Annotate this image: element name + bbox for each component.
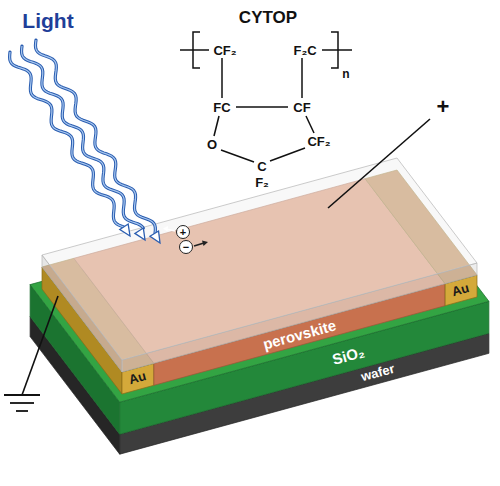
light-wave-core (10, 52, 124, 227)
chem-bond (270, 148, 305, 161)
chem-bond (301, 58, 303, 98)
chem-group: CF (293, 101, 310, 114)
chem-bracket (193, 32, 200, 68)
ground-symbol (4, 394, 40, 396)
chem-group: CF₂ (307, 135, 330, 148)
light-wave-core (35, 40, 155, 233)
electron-arrowhead (202, 241, 208, 247)
light-arrowhead (150, 231, 160, 243)
light-arrowhead (135, 228, 145, 240)
light-label: Light (22, 10, 73, 31)
light-wave (35, 40, 155, 233)
chem-group: CF₂ (213, 44, 236, 57)
chem-bond (180, 49, 209, 51)
chem-bond (306, 116, 314, 133)
chem-bond (322, 49, 352, 51)
chem-bond (221, 150, 254, 162)
chem-atom: C (257, 160, 266, 173)
polymer-name: CYTOP (239, 9, 297, 26)
repeat-index: n (342, 68, 349, 80)
light-wave-core (22, 46, 144, 228)
electron-symbol (180, 241, 193, 254)
chem-bond (236, 106, 288, 108)
chem-group: F₂ (255, 176, 269, 189)
chem-bond (214, 116, 219, 136)
electrode-wire (328, 119, 430, 208)
hole-symbol (177, 226, 190, 239)
ground-symbol (10, 402, 34, 404)
chem-bond (221, 58, 223, 98)
electron-arrow (194, 243, 204, 246)
chem-group: FC (213, 101, 230, 114)
chem-group: F₂C (293, 44, 316, 57)
charge-sign: + (180, 227, 186, 238)
light-arrowhead (120, 224, 130, 236)
ground-symbol (16, 410, 28, 412)
ground-wire (22, 296, 58, 395)
light-wave (10, 52, 124, 227)
electrode-sign: + (437, 96, 450, 118)
charge-sign: − (183, 242, 189, 253)
chem-bracket (331, 32, 338, 68)
hole-arrowhead (163, 226, 168, 232)
chem-atom: O (207, 138, 217, 151)
light-wave (22, 46, 144, 228)
